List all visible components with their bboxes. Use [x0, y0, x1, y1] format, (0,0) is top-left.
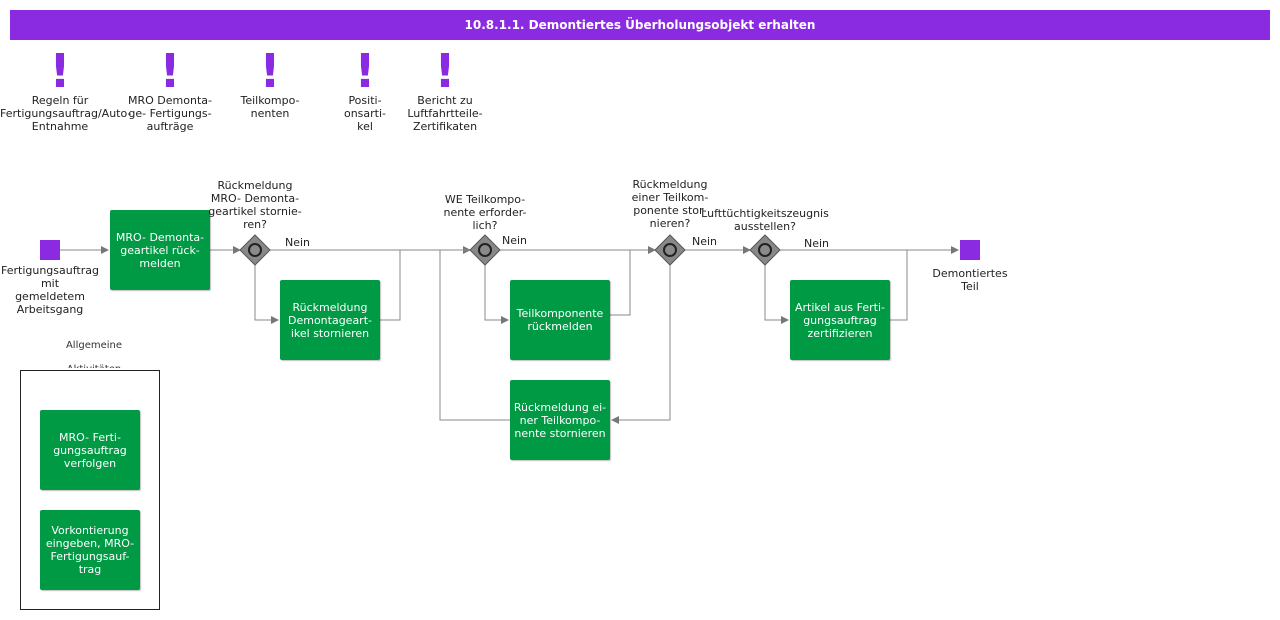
task-certify-item[interactable]: Artikel aus Ferti- gungsauftrag zertifiz… — [790, 280, 890, 360]
flow-label-no-g2: Nein — [502, 234, 528, 247]
flow-t2-merge — [380, 250, 401, 321]
exclamation-icon: ! — [434, 44, 456, 98]
end-event-label: Demontiertes Teil — [932, 267, 1008, 293]
task-confirm-disassembly-item[interactable]: MRO- Demonta- geartikel rück- melden — [110, 210, 210, 290]
flow-t5-merge — [890, 250, 908, 321]
flow-label-no-g4: Nein — [804, 237, 830, 250]
annotation-mro-orders[interactable]: ! MRO Demonta- ge- Fertigungs- aufträge — [110, 48, 230, 133]
exclamation-icon: ! — [49, 44, 71, 98]
flow-g4-to-t5 — [764, 265, 789, 324]
annotation-label: Positi- onsarti- kel — [343, 94, 387, 133]
exclamation-icon: ! — [159, 44, 181, 98]
task-track-production-order[interactable]: MRO- Ferti- gungsauftrag verfolgen — [40, 410, 140, 490]
annotation-certificate-report[interactable]: ! Bericht zu Luftfahrtteile- Zertifikate… — [385, 48, 505, 133]
gateway-g1-label: Rückmeldung MRO- Demonta- geartikel stor… — [208, 179, 302, 231]
gateway-g2-shape — [469, 234, 501, 266]
gateway-g4-label: Lufttüchtigkeitszeugnis ausstellen? — [701, 207, 829, 233]
annotation-position-items[interactable]: ! Positi- onsarti- kel — [305, 48, 425, 133]
exclamation-icon: ! — [259, 44, 281, 98]
flow-g1-to-t2 — [254, 265, 279, 324]
legend-title: Allgemeine Aktivitäten — [65, 340, 123, 368]
legend-box — [20, 370, 160, 610]
exclamation-icon: ! — [354, 44, 376, 98]
annotation-rules[interactable]: ! Regeln für Fertigungsauftrag/Auto- Ent… — [0, 44, 132, 133]
task-cancel-disassembly-confirmation[interactable]: Rückmeldung Demontageart- ikel storniere… — [280, 280, 380, 360]
annotation-subcomponents[interactable]: ! Teilkompo- nenten — [210, 48, 330, 120]
gateway-g3-shape — [654, 234, 686, 266]
gateway-g2-label: WE Teilkompo- nente erforder- lich? — [443, 193, 527, 232]
annotation-label: Regeln für Fertigungsauftrag/Auto- Entna… — [0, 94, 132, 133]
end-event[interactable] — [960, 240, 980, 260]
start-event[interactable] — [40, 240, 60, 260]
flow-t4-loop — [439, 249, 510, 421]
annotation-label: Teilkompo- nenten — [240, 94, 300, 120]
gateway-g3-label: Rückmeldung einer Teilkom- ponente stor-… — [631, 178, 709, 230]
task-confirm-subcomponent[interactable]: Teilkomponente rückmelden — [510, 280, 610, 360]
task-enter-precoding[interactable]: Vorkontierung eingeben, MRO- Fertigungsa… — [40, 510, 140, 590]
diagram-title: 10.8.1.1. Demontiertes Überholungsobjekt… — [10, 10, 1270, 40]
task-cancel-subcomponent-confirmation[interactable]: Rückmeldung ei- ner Teilkompo- nente sto… — [510, 380, 610, 460]
flow-t3-merge — [610, 250, 631, 316]
gateway-g1-shape — [239, 234, 271, 266]
start-event-label: Fertigungsauftrag mit gemeldetem Arbeits… — [1, 264, 99, 316]
annotation-label: Bericht zu Luftfahrtteile- Zertifikaten — [407, 94, 483, 133]
flow-g3-to-t4 — [611, 265, 671, 424]
flow-g2-to-t3 — [484, 265, 509, 324]
flow-label-no-g1: Nein — [285, 236, 311, 249]
gateway-g4-shape — [749, 234, 781, 266]
flow-label-no-g3: Nein — [692, 235, 718, 248]
annotation-label: MRO Demonta- ge- Fertigungs- aufträge — [128, 94, 212, 133]
